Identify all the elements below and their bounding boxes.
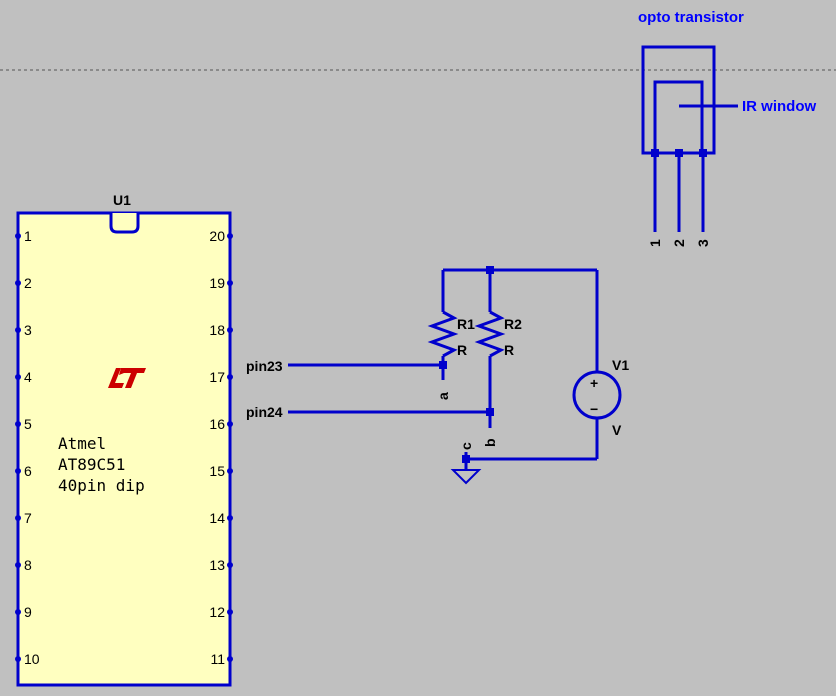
chip-pin-dot[interactable] (227, 233, 233, 239)
chip-pin-dot[interactable] (15, 280, 21, 286)
chip-desc-line-2: AT89C51 (58, 455, 125, 474)
r2-value: R (504, 342, 514, 358)
chip-pin-dot[interactable] (227, 327, 233, 333)
opto-pin-1: 1 (647, 239, 663, 247)
chip-pin-label: 9 (24, 604, 32, 620)
chip-pin-dot[interactable] (15, 562, 21, 568)
v1-minus: − (590, 401, 598, 417)
opto-junction-2 (675, 149, 683, 157)
lt-logo-icon (108, 368, 146, 388)
opto-transistor-symbol[interactable]: opto transistor IR window 1 2 3 (638, 9, 816, 247)
chip-pin-dot[interactable] (227, 656, 233, 662)
chip-pin-label: 20 (209, 228, 225, 244)
resistor-r1[interactable]: R1 R a (427, 270, 475, 400)
net-label-c: c (458, 442, 474, 450)
chip-notch (109, 213, 140, 234)
chip-pin-label: 16 (209, 416, 225, 432)
chip-pin-dot[interactable] (15, 515, 21, 521)
chip-pin-dot[interactable] (227, 515, 233, 521)
chip-pin-dot[interactable] (227, 562, 233, 568)
chip-pin-dot[interactable] (15, 421, 21, 427)
chip-pin-label: 8 (24, 557, 32, 573)
chip-pin-label: 13 (209, 557, 225, 573)
chip-pin-dot[interactable] (15, 656, 21, 662)
chip-pin-dot[interactable] (15, 609, 21, 615)
v1-plus: + (590, 375, 598, 391)
chip-pin-dot[interactable] (227, 280, 233, 286)
resistor-r2[interactable]: R2 R b (474, 270, 522, 447)
chip-pin-dot[interactable] (227, 421, 233, 427)
chip-pin-label: 4 (24, 369, 32, 385)
chip-pin-label: 11 (210, 651, 225, 667)
chip-pin-dot[interactable] (15, 374, 21, 380)
opto-junction-1 (651, 149, 659, 157)
chip-pin-label: 12 (209, 604, 225, 620)
chip-pin-label: 1 (24, 228, 32, 244)
chip-pin-label: 7 (24, 510, 32, 526)
chip-pin-label: 17 (209, 369, 225, 385)
opto-pin-3: 3 (695, 239, 711, 247)
chip-right-pins: 20 19 18 17 16 15 14 13 12 11 (209, 228, 233, 667)
chip-desc-line-3: 40pin dip (58, 476, 145, 495)
chip-pin-label: 18 (209, 322, 225, 338)
chip-desc-line-1: Atmel (58, 434, 106, 453)
net-label-pin24: pin24 (246, 404, 283, 420)
chip-pin-dot[interactable] (227, 468, 233, 474)
v1-ref: V1 (612, 357, 629, 373)
net-label-a: a (435, 392, 451, 400)
r2-ref: R2 (504, 316, 522, 332)
r1-value: R (457, 342, 467, 358)
voltage-source-v1[interactable]: + − V1 V (572, 270, 629, 459)
chip-pin-label: 6 (24, 463, 32, 479)
chip-pin-dot[interactable] (15, 327, 21, 333)
v1-value: V (612, 422, 622, 438)
opto-pin-2: 2 (671, 239, 687, 247)
chip-pin-label: 19 (209, 275, 225, 291)
chip-body (16, 211, 232, 687)
chip-pin-label: 10 (24, 651, 40, 667)
ir-window-outline (653, 80, 704, 153)
chip-left-pins: 1 2 3 4 5 6 7 8 9 10 (15, 228, 40, 667)
chip-pin-label: 3 (24, 322, 32, 338)
opto-title: opto transistor (638, 9, 744, 26)
chip-pin-label: 5 (24, 416, 32, 432)
chip-pin-label: 2 (24, 275, 32, 291)
opto-junction-3 (699, 149, 707, 157)
chip-pin-label: 15 (209, 463, 225, 479)
chip-ref: U1 (113, 192, 131, 208)
chip-pin-dot[interactable] (15, 468, 21, 474)
net-label-b: b (482, 438, 498, 447)
r1-ref: R1 (457, 316, 475, 332)
chip-pin-dot[interactable] (227, 374, 233, 380)
ground-icon (450, 469, 482, 485)
chip-pin-dot[interactable] (15, 233, 21, 239)
chip-pin-label: 14 (209, 510, 225, 526)
ir-window-label: IR window (742, 98, 816, 115)
chip-pin-dot[interactable] (227, 609, 233, 615)
net-label-pin23: pin23 (246, 358, 283, 374)
